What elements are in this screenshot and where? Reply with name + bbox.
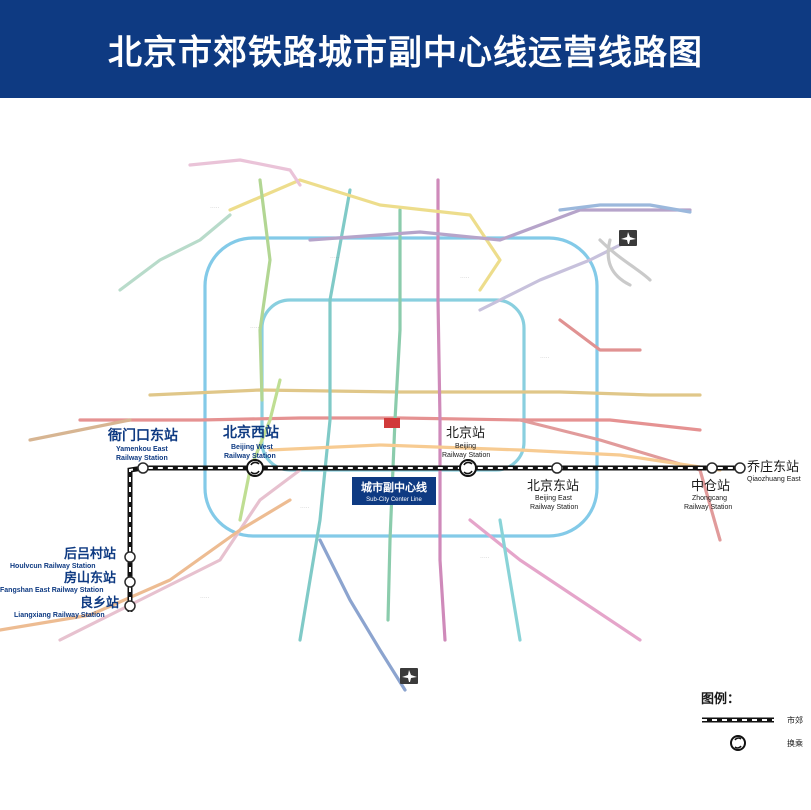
- station-zhongcang-en: Zhongcang: [692, 495, 727, 502]
- metro-line-14: [58, 468, 302, 642]
- station-beijing-en: Beijing: [455, 443, 476, 450]
- transfer-icon-arrows: [250, 461, 260, 475]
- tiananmen-icon: [384, 418, 400, 428]
- center-line-badge: 城市副中心线 Sub-City Center Line: [352, 477, 436, 505]
- station-yamenkou-en: Yamenkou East: [116, 446, 168, 453]
- airport-connector-2: [606, 238, 632, 287]
- bg-label: ·····: [210, 205, 220, 212]
- tiananmen-marker: [384, 418, 400, 428]
- metro-line-5: [436, 178, 447, 642]
- station-liangxiang-zh: 良乡站: [80, 595, 119, 611]
- transfer-icon[interactable]: [246, 459, 264, 477]
- bg-label: ·····: [300, 505, 310, 512]
- bg-label: ·····: [250, 325, 260, 332]
- center-line-name-zh: 城市副中心线: [361, 480, 427, 494]
- station-houlvcun-en: Houlvcun Railway Station: [10, 563, 96, 570]
- legend-transfer-label: 换乘: [787, 738, 803, 748]
- airport-icon-plane: [402, 670, 417, 682]
- station-beijingxi-en: Beijing West: [231, 444, 274, 451]
- title-bar: 北京市郊铁路城市副中心线运营线路图: [0, 0, 811, 98]
- station-zhongcang-en2: Railway Station: [684, 504, 732, 511]
- station-zhongcang-zh: 中仓站: [691, 479, 730, 494]
- station-beijingxi-en2: Railway Station: [224, 453, 276, 460]
- station-houlvcun-zh: 后吕村站: [64, 546, 116, 562]
- airport-icon: [619, 230, 637, 246]
- metro-line-4: [298, 188, 352, 642]
- metro-line-15: [308, 208, 692, 242]
- station-liangxiang-en: Liangxiang Railway Station: [14, 612, 105, 619]
- station-yamenkou-zh: 衙门口东站: [107, 427, 178, 444]
- legend: 图例： 市郊 换乘: [701, 691, 803, 751]
- station-qiaozhuang-zh: 乔庄东站: [747, 459, 799, 475]
- station-beijingdong-en: Beijing East: [535, 495, 572, 502]
- transfer-icon[interactable]: [459, 459, 477, 477]
- metro-line-daxing: [318, 538, 407, 692]
- suburban-line-dash: [129, 467, 740, 612]
- transfer-icon-arrows: [463, 461, 473, 475]
- bg-label: ·····: [540, 355, 550, 362]
- airport-icon-plane: [621, 232, 636, 244]
- metro-line-west: [118, 213, 232, 292]
- route-map: ····· ····· ····· ····· ····· ····· ····…: [0, 158, 803, 751]
- transfer-icon: [730, 735, 746, 751]
- metro-line-yizhuang: [468, 518, 642, 642]
- metro-network: [0, 158, 722, 692]
- station-beijing-zh: 北京站: [446, 426, 485, 441]
- bg-label: ·····: [330, 255, 340, 262]
- legend-line-label: 市郊: [787, 715, 803, 725]
- station-fangshandong-marker[interactable]: [124, 576, 136, 588]
- station-beijingxi-zh: 北京西站: [223, 424, 279, 441]
- metro-line-3: [558, 318, 642, 352]
- page-title: 北京市郊铁路城市副中心线运营线路图: [108, 32, 703, 73]
- background-station-labels: ····· ····· ····· ····· ····· ····· ····…: [200, 205, 550, 602]
- metro-line-fangshan: [0, 498, 292, 632]
- bg-label: ·····: [460, 275, 470, 282]
- metro-line-13: [228, 178, 502, 292]
- station-qiaozhuang-en: Qiaozhuang East: [747, 476, 801, 483]
- legend-transfer-arrows: [734, 737, 742, 749]
- metro-line-batong: [518, 418, 722, 542]
- metro-line-8: [386, 208, 402, 622]
- bg-label: ·····: [200, 595, 210, 602]
- station-yamenkou-marker[interactable]: [137, 462, 149, 474]
- metro-line-shunyi: [558, 203, 692, 214]
- station-fangshandong-zh: 房山东站: [64, 570, 116, 586]
- center-line-name-en: Sub-City Center Line: [366, 497, 422, 503]
- station-fangshandong-en: Fangshan East Railway Station: [0, 587, 103, 594]
- station-beijingdong-zh: 北京东站: [527, 479, 579, 494]
- metro-line-changping: [188, 158, 302, 187]
- metro-line-6: [148, 388, 702, 397]
- legend-title: 图例：: [701, 691, 740, 707]
- airport-icon: [400, 668, 418, 684]
- station-beijing-en2: Railway Station: [442, 452, 490, 459]
- airport-connector: [598, 238, 652, 282]
- metro-line-17: [498, 518, 522, 642]
- metro-line-7: [268, 443, 722, 472]
- metro-line-16: [258, 178, 272, 402]
- station-liangxiang-marker[interactable]: [124, 600, 136, 612]
- station-beijingdong-marker[interactable]: [551, 462, 563, 474]
- bg-label: ·····: [480, 555, 490, 562]
- station-beijingdong-en2: Railway Station: [530, 504, 578, 511]
- station-zhongcang-marker[interactable]: [706, 462, 718, 474]
- metro-line-9: [238, 378, 282, 522]
- metro-line-s1: [28, 418, 132, 442]
- center-line-badge-bg: [352, 477, 436, 505]
- station-houlvcun-marker[interactable]: [124, 551, 136, 563]
- station-qiaozhuang-marker[interactable]: [734, 462, 746, 474]
- station-yamenkou-en2: Railway Station: [116, 455, 168, 462]
